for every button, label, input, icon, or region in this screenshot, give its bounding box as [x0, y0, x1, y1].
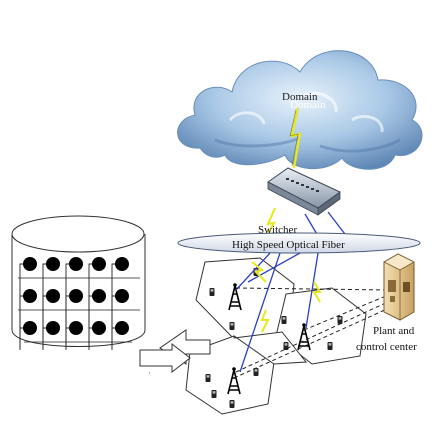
- fiber-label: High Speed Optical Fiber: [232, 239, 345, 251]
- plant-label-line2: control center: [356, 341, 417, 353]
- building-icon: [383, 253, 415, 321]
- cylinder-node: [46, 321, 60, 335]
- data-center-cylinder-icon: [11, 215, 146, 350]
- smart-meter-icon: [327, 342, 333, 350]
- cylinder-node: [23, 257, 37, 271]
- cylinder-node: [92, 257, 106, 271]
- cylinder-wire: [88, 327, 92, 346]
- smart-meter-icon: [205, 374, 211, 382]
- cell-middle: [233, 331, 307, 365]
- fiber-to-tower-links: [235, 252, 322, 373]
- network-switch-icon: [267, 167, 341, 216]
- smart-meter-icon: [211, 390, 217, 398]
- plant-label-line1: Plant and: [373, 325, 415, 337]
- cylinder-node: [46, 289, 60, 303]
- switcher-label: Switcher: [258, 224, 297, 236]
- cylinder-node: [115, 257, 129, 271]
- cloud-icon: [177, 50, 423, 170]
- cylinder-wire: [65, 327, 69, 346]
- cylinder-node: [69, 257, 83, 271]
- cylinder-node: [23, 321, 37, 335]
- cylinder-node: [92, 289, 106, 303]
- lightning-link-cloud-switch: [289, 107, 302, 169]
- cylinder-node: [115, 321, 129, 335]
- plant-dashed-links: [233, 287, 399, 379]
- cylinder-wire: [111, 327, 115, 346]
- cylinder-node-grid: [18, 257, 140, 350]
- smart-meter-icon: [337, 316, 343, 324]
- cylinder-node: [69, 289, 83, 303]
- smart-meter-icon: [281, 316, 287, 324]
- smart-meter-icon: [283, 342, 289, 350]
- hexagon-cells: [185, 257, 367, 415]
- cylinder-node: [115, 289, 129, 303]
- cylinder-node: [23, 289, 37, 303]
- center-dot: ·: [148, 369, 151, 378]
- smart-meter-icon: [229, 400, 235, 408]
- cylinder-node: [69, 321, 83, 335]
- cylinder-wire: [19, 327, 23, 346]
- domain-label: Domain: [282, 91, 318, 103]
- smart-meter-icon: [209, 288, 215, 296]
- smart-meter-icon: [229, 322, 235, 330]
- block-arrow-icon: [139, 329, 211, 374]
- domain-label-shadow: Domain: [290, 99, 326, 111]
- cylinder-node: [92, 321, 106, 335]
- cylinder-wire: [42, 327, 46, 346]
- cylinder-node: [46, 257, 60, 271]
